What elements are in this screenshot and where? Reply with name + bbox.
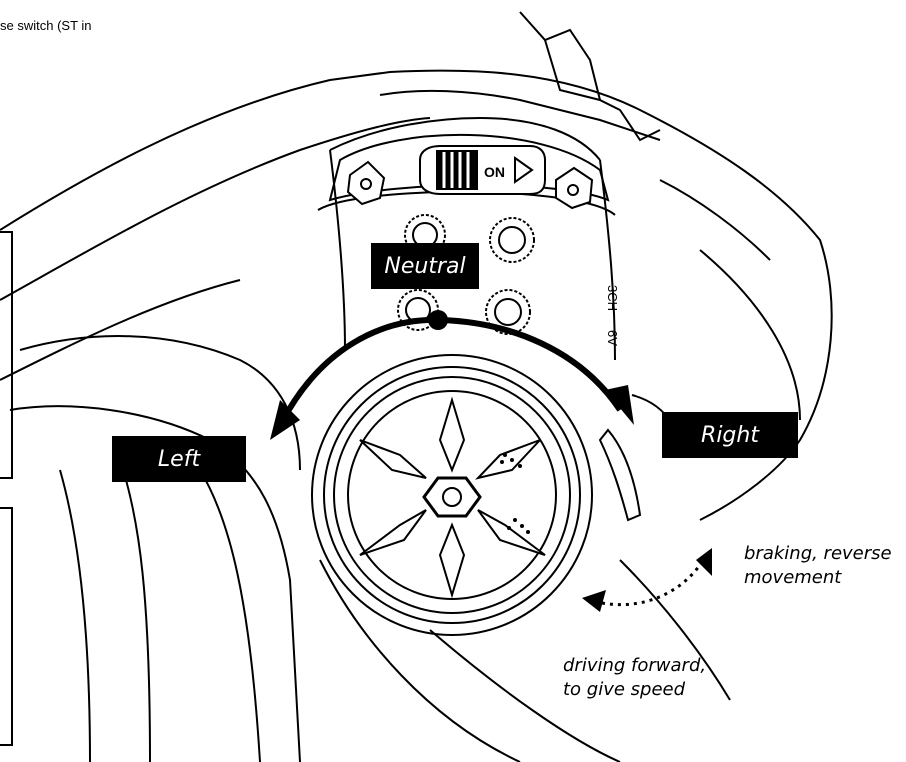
neutral-pivot-icon [428, 310, 448, 330]
forward-note-line1: driving forward, [563, 655, 707, 676]
braking-note: braking, reverse movement [744, 542, 892, 590]
right-label: Right [662, 412, 798, 458]
transmitter-body [0, 11, 833, 762]
forward-note-line2: to give speed [563, 679, 686, 700]
side-panels [0, 231, 13, 746]
steering-wheel-icon [311, 354, 593, 636]
screw-icon [346, 160, 594, 210]
wheel-texture [500, 453, 530, 534]
switch-on-label: ON [484, 164, 505, 180]
power-switch-icon [419, 145, 546, 195]
braking-note-line2: movement [744, 567, 842, 588]
forward-note: driving forward, to give speed [563, 654, 706, 702]
channel-label: 3CH [605, 285, 620, 311]
throttle-dotted-arrow [582, 548, 712, 612]
left-label: Left [112, 436, 246, 482]
neutral-label: Neutral [371, 243, 479, 289]
voltage-label: 6V [605, 330, 620, 346]
braking-note-line1: braking, reverse [744, 543, 892, 564]
left-arrowhead-icon [270, 400, 300, 440]
right-arrowhead-icon [605, 385, 634, 425]
header-snippet-text: se switch (ST in [0, 18, 92, 33]
